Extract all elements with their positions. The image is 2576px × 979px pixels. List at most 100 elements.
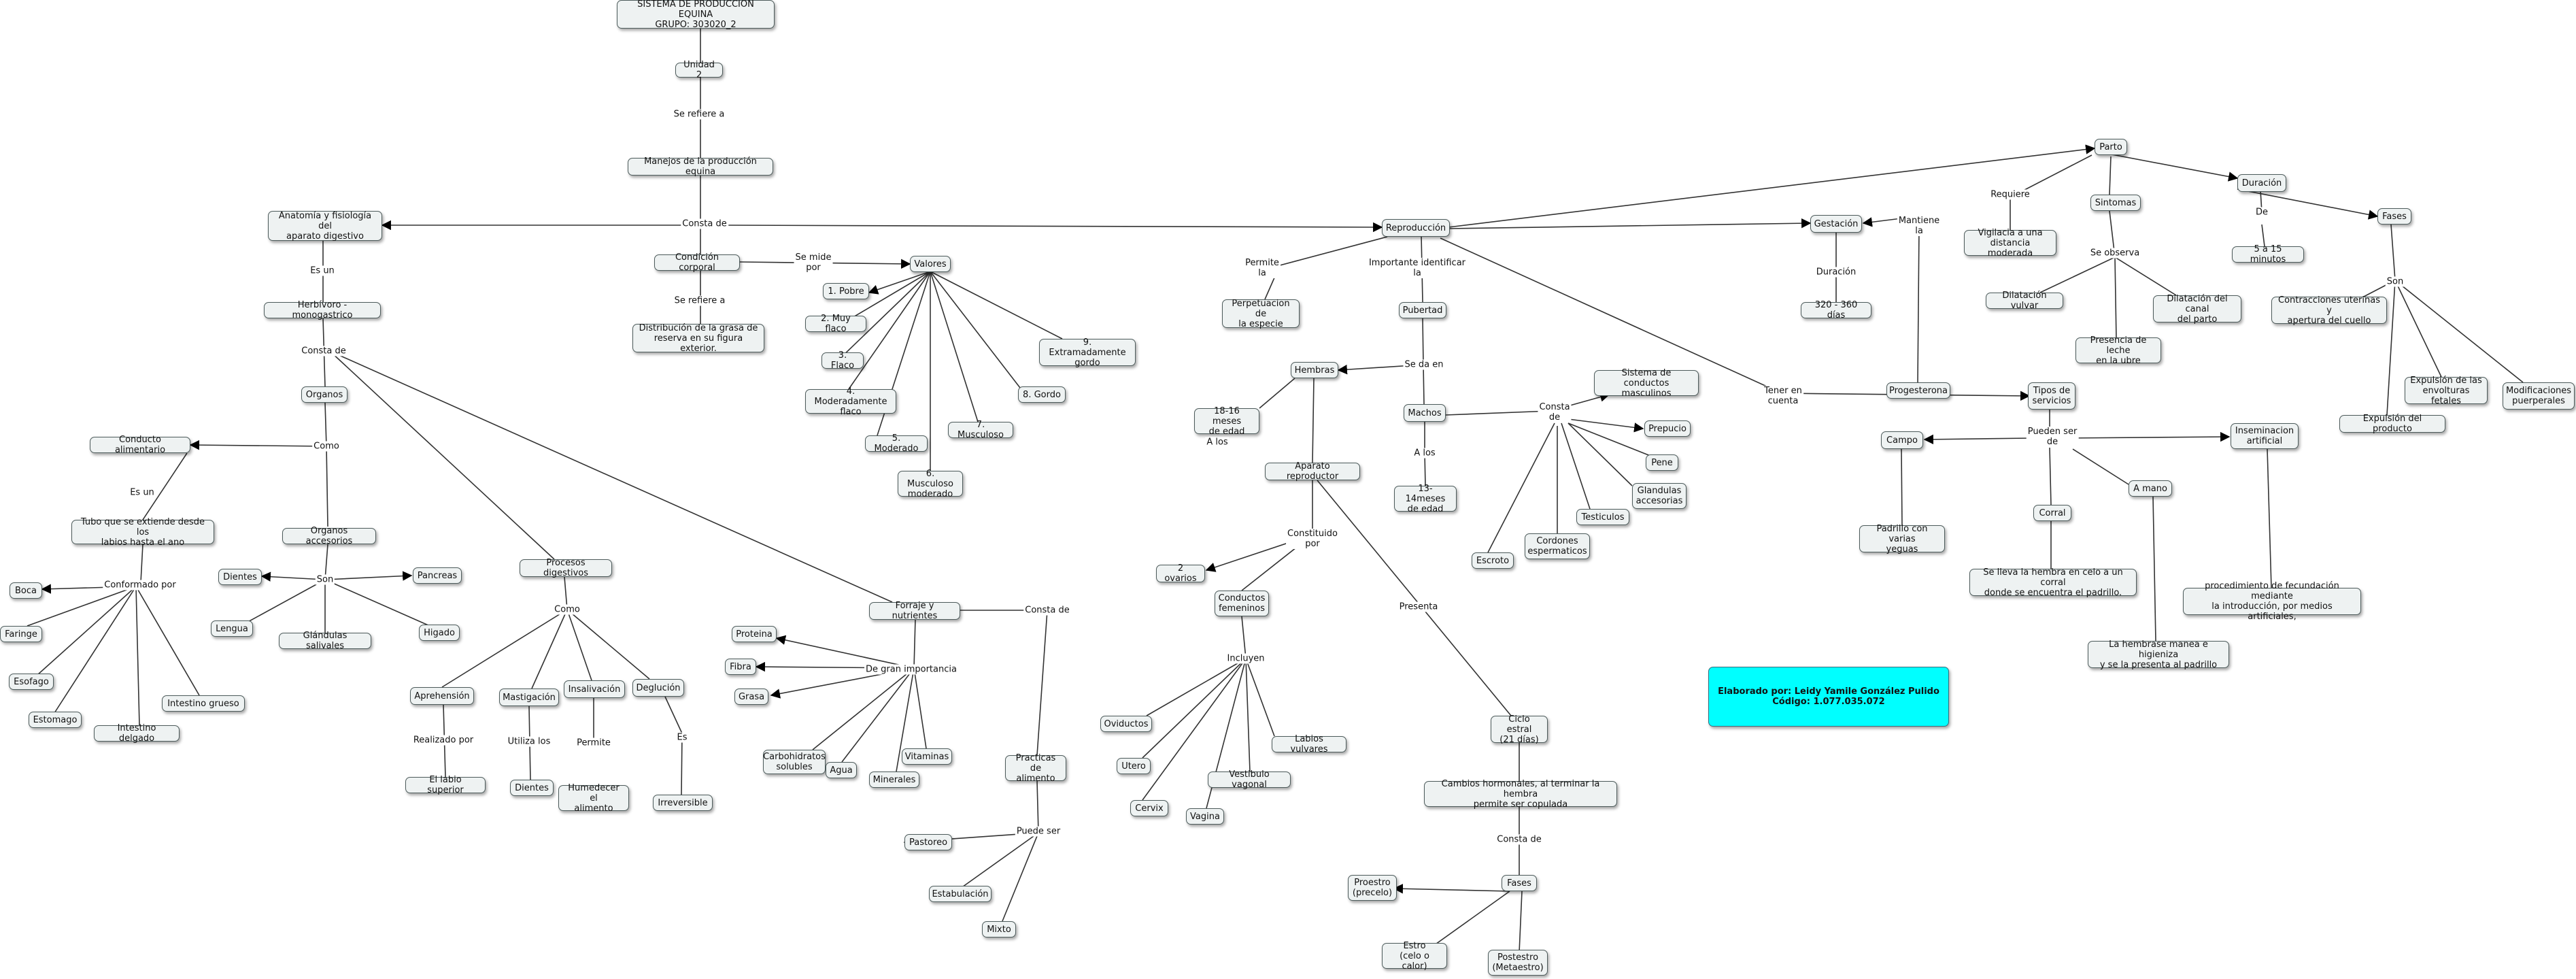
node-vitaminas[interactable]: Vitaminas (902, 748, 952, 765)
node-humedecer[interactable]: Humedecer el alimento (558, 783, 629, 814)
title-node[interactable]: SISTEMA DE PRODUCCION EQUINA GRUPO: 3030… (617, 0, 775, 30)
node-5-15-minutos[interactable]: 5 a 15 minutos (2232, 244, 2304, 265)
node-parto[interactable]: Parto (2095, 139, 2127, 155)
node-pene[interactable]: Pene (1646, 454, 1678, 471)
node-grasa[interactable]: Grasa (734, 688, 768, 705)
node-testiculos[interactable]: Testiculos (1576, 509, 1629, 525)
node-fases-parto[interactable]: Fases (2377, 208, 2411, 225)
node-oviductos[interactable]: Oviductos (1100, 716, 1152, 732)
node-glandulas-accesorias[interactable]: Glandulas accesorias (1632, 483, 1687, 509)
node-valor-1[interactable]: 1. Pobre (823, 283, 869, 299)
node-tipos-servicios[interactable]: Tipos de servicios (2028, 382, 2075, 410)
node-inseminacion[interactable]: Inseminacion artificial (2231, 423, 2299, 449)
node-campo[interactable]: Campo (1881, 431, 1923, 449)
node-procedimiento[interactable]: procedimiento de fecundación mediante la… (2183, 581, 2361, 622)
node-valor-6[interactable]: 6. Musculoso moderado (898, 469, 963, 499)
node-corral[interactable]: Corral (2033, 505, 2071, 521)
node-vestibulo[interactable]: Vestibulo vagonal (1208, 769, 1291, 790)
node-tubo[interactable]: Tubo que se extiende desde los labios ha… (71, 517, 214, 548)
node-valor-2[interactable]: 2. Muy flaco (805, 314, 866, 334)
node-13-14-meses[interactable]: 13-14meses de edad (1394, 484, 1457, 514)
node-distribucion[interactable]: Distribución de la grasa de reserva en s… (632, 323, 764, 354)
node-vagina[interactable]: Vagina (1186, 808, 1224, 825)
node-mixto[interactable]: Mixto (982, 921, 1016, 937)
node-lengua[interactable]: Lengua (211, 620, 253, 637)
node-dilatacion-canal[interactable]: Dilatación del canal del parto (2153, 294, 2241, 325)
node-herbivoro[interactable]: Herbívoro - monogastrico (264, 300, 381, 320)
node-machos[interactable]: Machos (1404, 404, 1446, 422)
node-intestino-grueso[interactable]: Intestino grueso (162, 695, 245, 712)
node-proteina[interactable]: Proteina (732, 626, 777, 642)
node-18-16-meses[interactable]: 18-16 meses de edad (1194, 406, 1259, 437)
node-esofago[interactable]: Esofago (9, 674, 54, 690)
node-deglucion[interactable]: Deglución (632, 679, 684, 697)
node-valor-3[interactable]: 3. Flaco (821, 350, 864, 371)
node-valor-4[interactable]: 4. Moderadamente flaco (805, 386, 896, 417)
node-hembrase[interactable]: La hembrase manea e higieniza y se la pr… (2088, 640, 2229, 670)
node-procesos[interactable]: Procesos digestivos (520, 558, 612, 578)
node-practicas[interactable]: Practicas de alimento (1005, 753, 1066, 784)
node-utero[interactable]: Utero (1117, 758, 1151, 774)
node-padrillo[interactable]: Padrillo con varias yeguas (1859, 524, 1945, 554)
node-valor-5[interactable]: 5. Moderado (865, 433, 928, 454)
node-labios-vulvares[interactable]: Labios vulvares (1272, 734, 1346, 754)
node-perpetuacion[interactable]: Perpetuacion de la especie (1222, 299, 1300, 329)
node-accesorios[interactable]: Organos accesorios (282, 526, 376, 546)
node-presencia-leche[interactable]: Presencia de leche en la ubre (2075, 335, 2161, 366)
node-labio-superior[interactable]: El labio superior (405, 775, 486, 795)
node-faringe[interactable]: Faringe (0, 626, 42, 642)
node-vigilancia[interactable]: Vigilacia a una distancia moderada (1964, 228, 2056, 259)
node-dilatacion-vulvar[interactable]: Dilatación vulvar (1986, 291, 2063, 311)
node-aprehension[interactable]: Aprehensión (410, 687, 474, 705)
node-2-ovarios[interactable]: 2 ovarios (1156, 563, 1205, 584)
node-a-mano[interactable]: A mano (2129, 480, 2172, 497)
node-pubertad[interactable]: Pubertad (1399, 302, 1446, 318)
node-sintomas[interactable]: Sintomas (2090, 195, 2141, 211)
node-gestacion[interactable]: Gestación (1810, 215, 1862, 233)
node-minerales[interactable]: Minerales (869, 771, 919, 788)
node-prepucio[interactable]: Prepucio (1644, 420, 1691, 437)
node-progesterona[interactable]: Progesterona (1886, 382, 1950, 399)
node-fibra[interactable]: Fibra (725, 659, 756, 675)
node-aparato-reproductor[interactable]: Aparato reproductor (1265, 461, 1360, 482)
node-cambios-hormonales[interactable]: Cambios hormonales, al terminar la hembr… (1424, 779, 1617, 810)
node-conducto[interactable]: Conducto alimentario (90, 435, 190, 455)
node-hembras[interactable]: Hembras (1291, 362, 1338, 378)
node-manejos[interactable]: Manejos de la producción equina (628, 156, 773, 177)
node-carbohidratos[interactable]: Carbohidratos solubles (763, 750, 826, 774)
node-pastoreo[interactable]: Pastoreo (904, 834, 952, 850)
node-320-360-dias[interactable]: 320 - 360 días (1801, 300, 1871, 320)
node-postestro[interactable]: Postestro (Metaestro) (1488, 950, 1548, 976)
node-ciclo-estral[interactable]: Ciclo estral (21 días) (1491, 714, 1548, 745)
node-reproduccion[interactable]: Reproducción (1382, 219, 1450, 237)
node-condicion-corporal[interactable]: Condición corporal (654, 252, 740, 273)
node-glandulas-salivales[interactable]: Glándulas salivales (279, 631, 371, 651)
node-pancreas[interactable]: Pancreas (413, 567, 462, 584)
node-sistema-conductos[interactable]: Sistema de conductos masculinos (1594, 368, 1699, 399)
node-unidad[interactable]: Unidad 2 (675, 60, 723, 80)
node-escroto[interactable]: Escroto (1472, 552, 1514, 569)
node-dientes-1[interactable]: Dientes (218, 569, 262, 585)
node-expulsion-producto[interactable]: Expulsión del producto (2339, 414, 2445, 434)
node-duracion[interactable]: Duración (2237, 174, 2286, 192)
node-higado[interactable]: Higado (419, 625, 460, 641)
node-dientes-2[interactable]: Dientes (510, 780, 554, 796)
node-estomago[interactable]: Estomago (29, 712, 82, 728)
node-boca[interactable]: Boca (10, 582, 42, 599)
node-cervix[interactable]: Cervix (1130, 800, 1168, 816)
node-cordones[interactable]: Cordones espermaticos (1525, 533, 1590, 559)
node-expulsion-envolturas[interactable]: Expulsión de las envolturas fetales (2405, 376, 2488, 406)
node-forraje[interactable]: Forraje y nutrientes (869, 601, 960, 621)
node-modificaciones[interactable]: Modificaciones puerperales (2503, 382, 2575, 410)
node-organos[interactable]: Organos (301, 386, 348, 403)
node-valor-7[interactable]: 7. Musculoso (948, 420, 1013, 440)
node-estro[interactable]: Estro (celo o calor) (1382, 941, 1447, 972)
node-intestino-delgado[interactable]: Intestino delgado (94, 723, 180, 744)
node-contracciones[interactable]: Contracciones uterinas y apertura del cu… (2271, 295, 2387, 326)
node-se-lleva[interactable]: Se lleva la hembra en celo a un corral d… (1969, 567, 2137, 598)
node-conductos-femeninos[interactable]: Conductos femeninos (1215, 591, 1269, 616)
node-masticacion[interactable]: Mastigación (499, 688, 559, 706)
node-fases-ciclo[interactable]: Fases (1502, 875, 1537, 891)
node-valor-8[interactable]: 8. Gordo (1018, 386, 1066, 403)
node-anatomia[interactable]: Anatomía y fisiología del aparato digest… (268, 211, 382, 242)
